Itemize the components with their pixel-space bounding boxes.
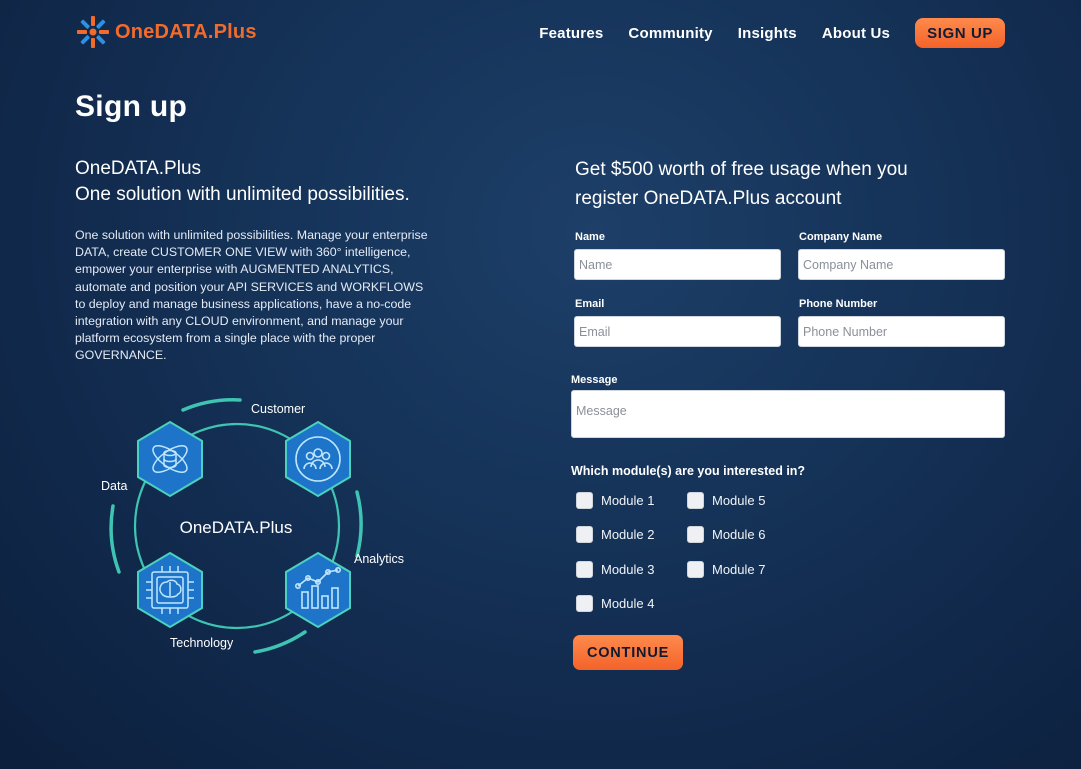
module-7-label: Module 7 (712, 562, 766, 577)
phone-input[interactable] (798, 316, 1005, 347)
intro-heading: OneDATA.Plus One solution with unlimited… (75, 156, 410, 208)
intro-description: One solution with unlimited possibilitie… (75, 228, 428, 363)
people-target-icon (285, 420, 351, 498)
module-6-label: Module 6 (712, 527, 766, 542)
checkbox-box[interactable] (576, 595, 593, 612)
module-3-checkbox[interactable]: Module 3 (576, 561, 654, 578)
sign-up-button[interactable]: SIGN UP (915, 18, 1005, 48)
email-label: Email (575, 298, 605, 310)
module-2-checkbox[interactable]: Module 2 (576, 526, 654, 543)
message-label: Message (571, 374, 618, 386)
diagram-center-label: OneDATA.Plus (180, 518, 293, 537)
snowflake-logo-icon (77, 16, 109, 48)
name-label: Name (575, 231, 605, 243)
diagram-inner-ring (133, 422, 341, 630)
module-1-checkbox[interactable]: Module 1 (576, 492, 654, 509)
module-4-checkbox[interactable]: Module 4 (576, 595, 654, 612)
module-5-checkbox[interactable]: Module 5 (687, 492, 765, 509)
nav-community[interactable]: Community (628, 24, 713, 42)
diagram-arc-bottom (253, 630, 307, 654)
modules-question: Which module(s) are you interested in? (571, 464, 806, 478)
intro-heading-line2: One solution with unlimited possibilitie… (75, 184, 410, 205)
module-4-label: Module 4 (601, 596, 655, 611)
brain-chip-icon (137, 551, 203, 629)
form-title: Get $500 worth of free usage when you re… (575, 159, 908, 209)
brand-logo[interactable]: OneDATA.Plus (75, 14, 257, 50)
checkbox-box[interactable] (576, 526, 593, 543)
company-input[interactable] (798, 249, 1005, 280)
nav-features[interactable]: Features (539, 24, 604, 42)
module-6-checkbox[interactable]: Module 6 (687, 526, 765, 543)
checkbox-box[interactable] (687, 561, 704, 578)
module-2-label: Module 2 (601, 527, 655, 542)
platform-diagram: OneDATA.Plus Customer Data Analytics Tec… (101, 398, 404, 654)
company-label: Company Name (799, 231, 883, 243)
main-nav: Features Community Insights About Us SIG… (514, 18, 1005, 48)
continue-button[interactable]: CONTINUE (573, 635, 683, 670)
message-textarea[interactable] (571, 390, 1005, 438)
diagram-arc-left (109, 504, 121, 574)
checkbox-box[interactable] (687, 492, 704, 509)
diagram-label-data: Data (101, 479, 127, 493)
checkbox-box[interactable] (687, 526, 704, 543)
bar-chart-trend-icon (285, 551, 351, 629)
database-atom-icon (137, 420, 203, 498)
module-1-label: Module 1 (601, 493, 655, 508)
module-3-label: Module 3 (601, 562, 655, 577)
diagram-arc-right (355, 490, 363, 558)
checkbox-box[interactable] (576, 561, 593, 578)
diagram-label-analytics: Analytics (354, 552, 404, 566)
page-title: Sign up (75, 90, 188, 123)
email-input[interactable] (574, 316, 781, 347)
nav-insights[interactable]: Insights (737, 24, 797, 42)
module-7-checkbox[interactable]: Module 7 (687, 561, 765, 578)
phone-label: Phone Number (799, 298, 878, 310)
nav-about-us[interactable]: About Us (821, 24, 891, 42)
brand-name: OneDATA.Plus (115, 20, 257, 43)
diagram-label-technology: Technology (170, 636, 234, 650)
checkbox-box[interactable] (576, 492, 593, 509)
diagram-label-customer: Customer (251, 402, 305, 416)
diagram-arc-top (181, 398, 242, 412)
intro-heading-line1: OneDATA.Plus (75, 158, 202, 179)
name-input[interactable] (574, 249, 781, 280)
module-5-label: Module 5 (712, 493, 766, 508)
